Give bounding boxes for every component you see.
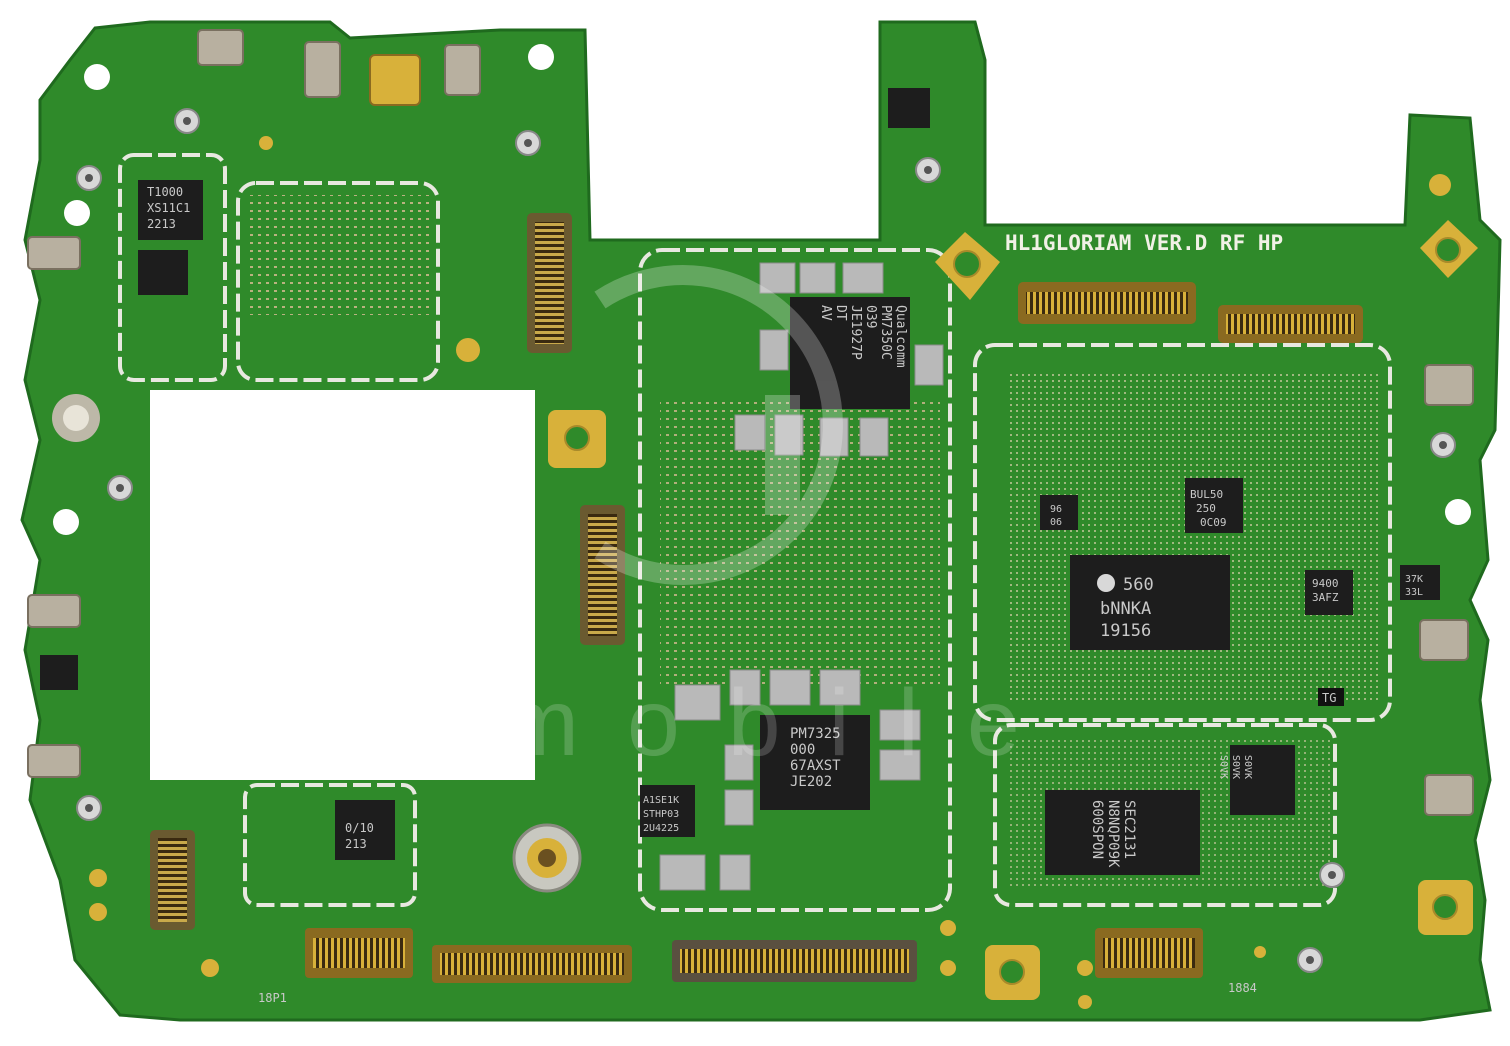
- left-chip-2: [138, 250, 188, 295]
- inductor-array: [659, 262, 944, 891]
- component-field: [1010, 370, 1380, 700]
- svg-text:06: 06: [1050, 517, 1062, 528]
- crystal-oscillator: [369, 54, 421, 106]
- tg-label-box: [1318, 688, 1344, 706]
- board-to-board-connector-icon: [305, 928, 413, 978]
- mounting-hole-icon: [1420, 220, 1478, 278]
- mounting-hole-icon: [52, 394, 100, 442]
- svg-text:67AXST: 67AXST: [790, 758, 841, 774]
- board-to-board-connector-icon: [432, 945, 632, 983]
- svg-text:BUL50: BUL50: [1190, 488, 1223, 501]
- rf-shield-outlines: [118, 153, 1392, 912]
- small-chip-b: 9400 3AFZ: [1305, 570, 1353, 615]
- svg-text:S0VK: S0VK: [1218, 755, 1229, 779]
- watermark-text: ictomobile: [160, 670, 1068, 776]
- side-clip-array: [27, 29, 1474, 816]
- tg-label: TG: [1322, 691, 1336, 705]
- svg-text:S0VK: S0VK: [1230, 755, 1241, 779]
- test-pad-array: [89, 136, 1451, 1009]
- label-bottom-right: 1884: [1228, 981, 1257, 995]
- svg-text:SEC2131: SEC2131: [1121, 800, 1137, 859]
- board-to-board-connector-icon: [1095, 928, 1203, 978]
- pmic-top-chip: Qualcomm PM7350C 039 JE1927P DT AV: [790, 297, 910, 409]
- board-revision-label: HL1GLORIAM VER.D RF HP: [1005, 231, 1283, 255]
- svg-text:S0VK: S0VK: [1242, 755, 1253, 779]
- svg-text:PM7325: PM7325: [790, 726, 841, 742]
- small-chip-f: S0VK S0VK S0VK: [1218, 745, 1295, 815]
- svg-text:96: 96: [1050, 504, 1062, 515]
- svg-text:3AFZ: 3AFZ: [1312, 591, 1339, 604]
- small-chip-a: BUL50 250 0C09: [1185, 478, 1243, 533]
- svg-text:2213: 2213: [147, 217, 176, 231]
- svg-text:19156: 19156: [1100, 621, 1151, 641]
- mounting-hole-icon: [985, 945, 1040, 1000]
- board-to-board-connector-icon: [527, 213, 572, 353]
- small-chip-g: [888, 88, 930, 128]
- main-ic-chip: 560 bNNKA 19156: [1070, 555, 1230, 650]
- small-chip-e: A1SE1K STHP03 2U4225: [640, 785, 695, 837]
- svg-text:33L: 33L: [1405, 587, 1423, 598]
- svg-text:Qualcomm: Qualcomm: [893, 305, 908, 368]
- svg-text:JE202: JE202: [790, 774, 832, 790]
- svg-text:DT: DT: [833, 305, 848, 321]
- board-cutout: [150, 390, 535, 780]
- board-to-board-connector-icon: [580, 505, 625, 645]
- svg-text:bNNKA: bNNKA: [1100, 599, 1151, 619]
- svg-text:AV: AV: [818, 305, 833, 321]
- board-to-board-connector-icon: [1218, 305, 1363, 343]
- small-chip-c: 37K 33L: [1400, 565, 1440, 600]
- component-field: [250, 195, 430, 315]
- small-chip-h: [40, 655, 78, 690]
- coax-connector-icon: [76, 108, 1456, 973]
- mounting-hole-icon: [53, 44, 1471, 535]
- board-to-board-connector-icon: [150, 830, 195, 930]
- mounting-hole-icon: [548, 410, 606, 468]
- svg-text:0C09: 0C09: [1200, 516, 1227, 529]
- board-to-board-connector-icon: [1018, 282, 1196, 324]
- left-top-chip: T1000 XS11C1 2213: [138, 180, 203, 240]
- svg-text:9400: 9400: [1312, 577, 1339, 590]
- memory-chip: SEC2131 N8NQP09K 600SPON: [1045, 790, 1200, 875]
- svg-text:0/10: 0/10: [345, 821, 374, 835]
- svg-text:XS11C1: XS11C1: [147, 201, 190, 215]
- left-bottom-chip: 0/10 213: [335, 800, 395, 860]
- screw-standoff-icon: [512, 823, 582, 893]
- board-to-board-connector-icon: [672, 940, 917, 982]
- mounting-hole-icon: [1418, 880, 1473, 935]
- mounting-hole-icon: [935, 232, 1000, 300]
- watermark-logo-icon: [594, 265, 843, 585]
- svg-text:600SPON: 600SPON: [1089, 800, 1105, 859]
- svg-text:560: 560: [1123, 575, 1154, 595]
- pmic-bottom-chip: PM7325 000 67AXST JE202: [760, 715, 870, 810]
- svg-text:039: 039: [863, 305, 878, 328]
- svg-text:T1000: T1000: [147, 185, 183, 199]
- svg-text:213: 213: [345, 837, 367, 851]
- svg-text:37K: 37K: [1405, 574, 1423, 585]
- svg-text:2U4225: 2U4225: [643, 823, 679, 834]
- label-bottom-left: 18P1: [258, 991, 287, 1005]
- svg-text:PM7350C: PM7350C: [878, 305, 893, 360]
- svg-text:N8NQP09K: N8NQP09K: [1105, 800, 1121, 868]
- small-chip-d: 96 06: [1040, 495, 1078, 530]
- svg-text:JE1927P: JE1927P: [848, 305, 863, 360]
- svg-text:STHP03: STHP03: [643, 809, 679, 820]
- svg-text:000: 000: [790, 742, 815, 758]
- svg-text:250: 250: [1196, 502, 1216, 515]
- svg-text:A1SE1K: A1SE1K: [643, 795, 679, 806]
